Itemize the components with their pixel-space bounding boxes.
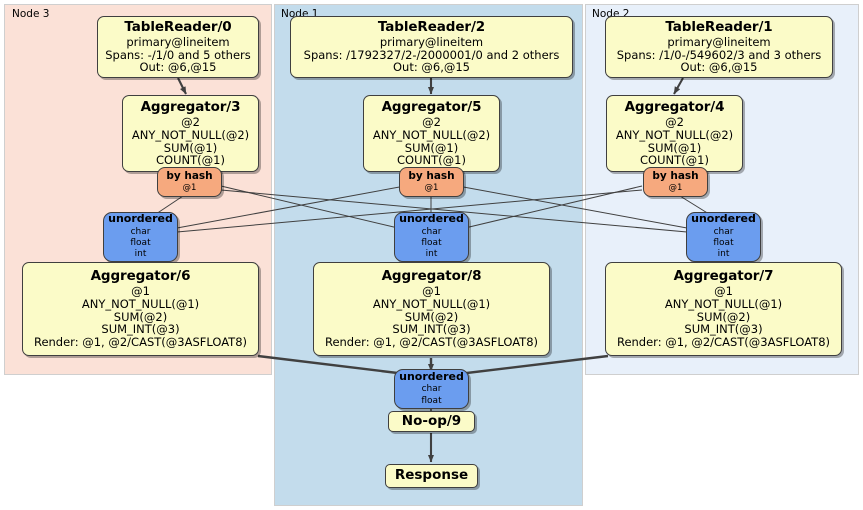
node-line: float [130,238,151,249]
node-line: Out: @6,@15 [393,60,470,75]
node-line: Spans: -/1/0 and 5 others [105,47,251,62]
node-aggregator-3[interactable]: Aggregator/3 @2 ANY_NOT_NULL(@2) SUM(@1)… [122,95,259,172]
node-line: char [713,226,734,237]
node-line: SUM(@2) [404,309,459,324]
node-line: @1 [131,283,150,298]
node-line: COUNT(@1) [640,153,709,168]
node-line: @2 [665,114,684,129]
node-line: Spans: /1792327/2-/2000001/0 and 2 other… [303,47,560,62]
node-unordered-left[interactable]: unordered char float int [103,212,178,262]
node-title: by hash [408,169,455,182]
node-line: SUM(@1) [404,140,459,155]
node-title: unordered [691,212,756,226]
node-line: ANY_NOT_NULL(@2) [615,127,734,142]
node-line: float [713,238,734,249]
node-response[interactable]: Response [385,464,478,488]
node-line: Out: @6,@15 [680,60,758,75]
node-line: ANY_NOT_NULL(@1) [81,296,200,311]
node-line: int [717,249,730,260]
node-aggregator-4[interactable]: Aggregator/4 @2 ANY_NOT_NULL(@2) SUM(@1)… [606,95,743,172]
node-title: Aggregator/7 [673,267,774,284]
node-line: Render: @1, @2/CAST(@3ASFLOAT8) [324,335,539,350]
node-line: char [421,384,442,395]
node-line: char [130,226,151,237]
node-line: float [421,238,442,249]
node-line: @1 [182,182,197,193]
node-title: unordered [399,370,464,384]
node-line: ANY_NOT_NULL(@2) [131,127,250,142]
node-line: @2 [181,114,200,129]
node-line: COUNT(@1) [397,153,466,168]
node-line: SUM(@1) [647,140,702,155]
node-title: Aggregator/6 [90,267,191,284]
node-line: SUM_INT(@3) [101,322,180,337]
node-line: COUNT(@1) [156,153,225,168]
node-line: @1 [422,283,441,298]
node-line: Out: @6,@15 [139,60,217,75]
node-line: Render: @1, @2/CAST(@3ASFLOAT8) [616,335,831,350]
node-title: TableReader/0 [124,18,232,35]
node-unordered-final[interactable]: unordered char float [394,369,469,409]
node-line: @1 [424,182,439,193]
node-unordered-right[interactable]: unordered char float int [686,212,761,262]
node-line: SUM(@2) [113,309,168,324]
node-line: SUM(@1) [163,140,218,155]
node-line: primary@lineitem [667,34,771,49]
node-line: float [421,395,442,406]
node-line: char [421,226,442,237]
node-line: @1 [714,283,733,298]
node-hash-router-left[interactable]: by hash @1 [157,167,222,197]
node-tablereader-1[interactable]: TableReader/1 primary@lineitem Spans: /1… [605,16,833,78]
node-line: Spans: /1/0-/549602/3 and 3 others [616,47,822,62]
node-title: Aggregator/5 [381,98,482,115]
node-title: unordered [399,212,464,226]
node-line: int [134,249,147,260]
node-title: Aggregator/4 [624,98,725,115]
node-title: Response [394,467,469,484]
node-title: No-op/9 [401,412,462,429]
node-aggregator-5[interactable]: Aggregator/5 @2 ANY_NOT_NULL(@2) SUM(@1)… [363,95,500,172]
node-aggregator-8[interactable]: Aggregator/8 @1 ANY_NOT_NULL(@1) SUM(@2)… [313,262,550,356]
node-title: Aggregator/8 [381,267,482,284]
cluster-label-node-3: Node 3 [12,8,50,20]
node-line: ANY_NOT_NULL(@1) [372,296,491,311]
node-hash-router-right[interactable]: by hash @1 [643,167,708,197]
node-line: ANY_NOT_NULL(@1) [664,296,783,311]
node-title: unordered [108,212,173,226]
node-line: ANY_NOT_NULL(@2) [372,127,491,142]
node-noop-9[interactable]: No-op/9 [388,411,475,432]
node-title: by hash [652,169,699,182]
node-title: TableReader/2 [377,18,486,35]
node-line: @2 [422,114,441,129]
node-line: Render: @1, @2/CAST(@3ASFLOAT8) [33,335,248,350]
node-line: primary@lineitem [379,34,484,49]
node-line: @1 [668,182,683,193]
node-aggregator-6[interactable]: Aggregator/6 @1 ANY_NOT_NULL(@1) SUM(@2)… [22,262,259,356]
node-line: SUM_INT(@3) [392,322,471,337]
node-line: primary@lineitem [126,34,230,49]
node-aggregator-7[interactable]: Aggregator/7 @1 ANY_NOT_NULL(@1) SUM(@2)… [605,262,842,356]
node-line: SUM(@2) [696,309,751,324]
node-tablereader-0[interactable]: TableReader/0 primary@lineitem Spans: -/… [97,16,259,78]
node-title: Aggregator/3 [140,98,241,115]
node-unordered-center[interactable]: unordered char float int [394,212,469,262]
node-title: TableReader/1 [665,18,773,35]
node-line: int [425,249,438,260]
node-hash-router-center[interactable]: by hash @1 [399,167,464,197]
node-line: SUM_INT(@3) [684,322,763,337]
node-tablereader-2[interactable]: TableReader/2 primary@lineitem Spans: /1… [290,16,573,78]
node-title: by hash [166,169,213,182]
